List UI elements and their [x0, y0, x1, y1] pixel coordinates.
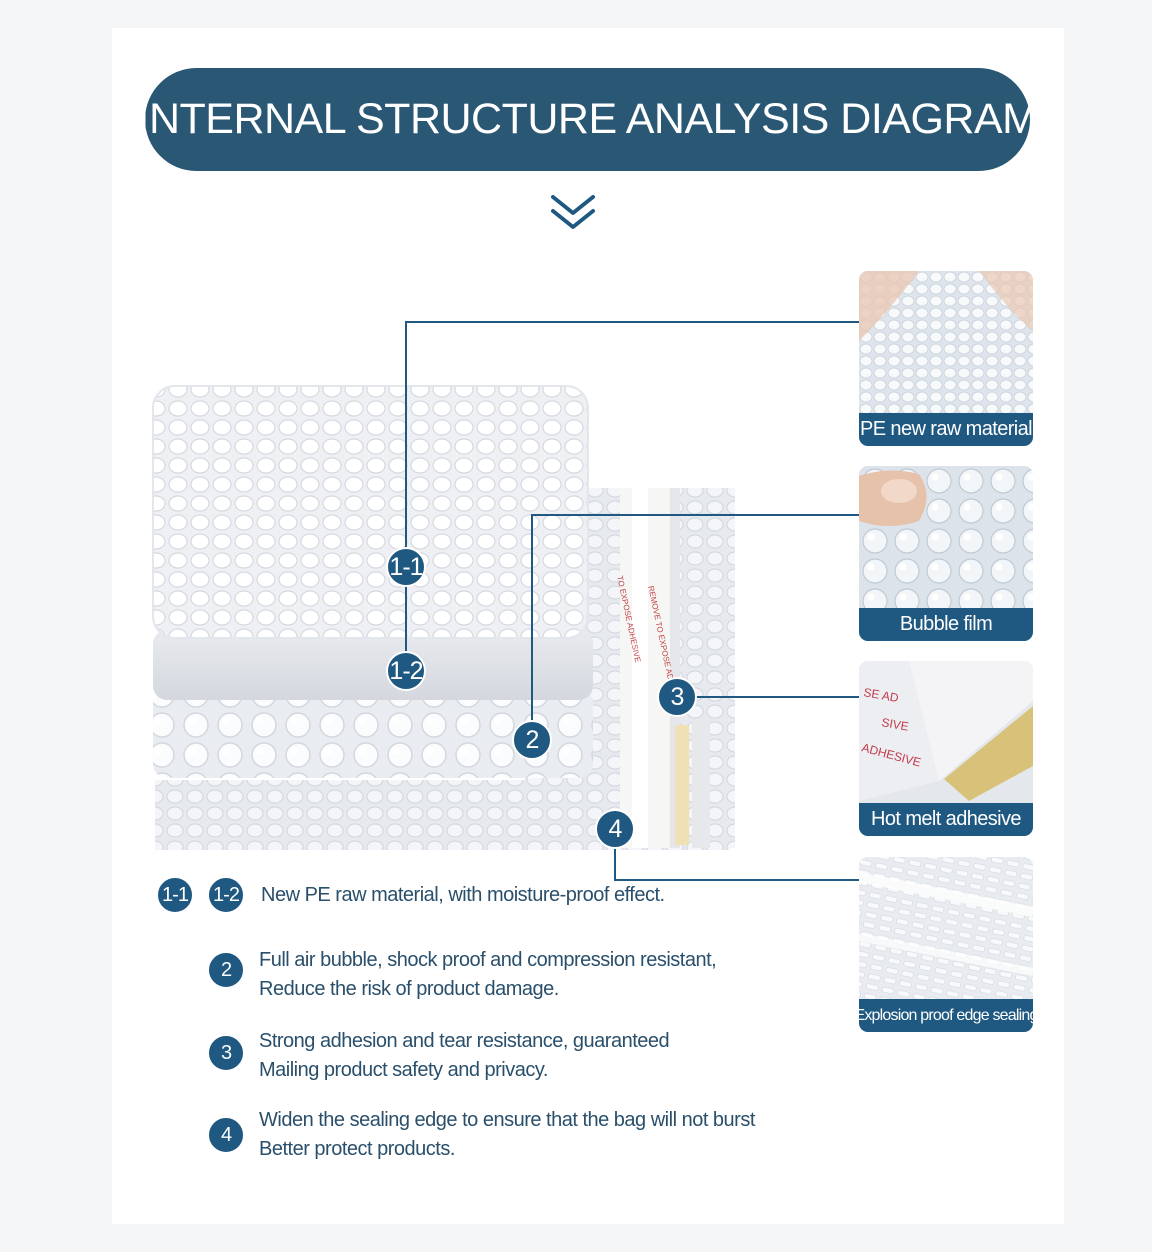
- chevron-down-icon: [551, 195, 595, 229]
- desc-badge-4: 4: [207, 1116, 245, 1154]
- desc-badge-1-1: 1-1: [156, 876, 194, 914]
- svg-text:SE AD: SE AD: [862, 685, 900, 705]
- page-title: INTERNAL STRUCTURE ANALYSIS DIAGRAM: [137, 95, 1039, 143]
- thumb-caption-bubble: Bubble film: [859, 608, 1033, 641]
- description-3: Strong adhesion and tear resistance, gua…: [259, 1027, 670, 1085]
- thumb-edge-sealing: Explosion proof edge sealing: [859, 857, 1033, 1032]
- thumb-bubble-film: Bubble film: [859, 466, 1033, 641]
- thumb-caption-sealing: Explosion proof edge sealing: [859, 999, 1033, 1032]
- desc-badge-2: 2: [207, 951, 245, 989]
- badge-1-2: 1-2: [386, 651, 426, 691]
- badge-1-1: 1-1: [386, 547, 426, 587]
- description-2-line-1: Full air bubble, shock proof and compres…: [259, 949, 717, 971]
- description-4-line-1: Widen the sealing edge to ensure that th…: [259, 1109, 755, 1131]
- svg-text:SIVE: SIVE: [880, 715, 909, 734]
- description-2-line-2: Reduce the risk of product damage.: [259, 978, 559, 1000]
- badge-2: 2: [512, 720, 552, 760]
- description-3-line-1: Strong adhesion and tear resistance, gua…: [259, 1030, 670, 1052]
- title-banner: INTERNAL STRUCTURE ANALYSIS DIAGRAM: [138, 68, 1038, 171]
- thumb-pe-raw-material: PE new raw material: [859, 271, 1033, 446]
- description-3-line-2: Mailing product safety and privacy.: [259, 1059, 548, 1081]
- description-1: New PE raw material, with moisture-proof…: [261, 881, 665, 910]
- description-2: Full air bubble, shock proof and compres…: [259, 946, 717, 1004]
- desc-badge-1-2: 1-2: [207, 876, 245, 914]
- thumb-caption-adhesive: Hot melt adhesive: [859, 803, 1033, 836]
- desc-badge-3: 3: [207, 1034, 245, 1072]
- badge-3: 3: [657, 677, 697, 717]
- description-4: Widen the sealing edge to ensure that th…: [259, 1106, 755, 1164]
- badge-4: 4: [595, 809, 635, 849]
- thumb-hot-melt-adhesive: SE AD SIVE ADHESIVE Hot melt adhesive: [859, 661, 1033, 836]
- description-1-line-1: New PE raw material, with moisture-proof…: [261, 884, 665, 906]
- thumb-caption-pe: PE new raw material: [859, 413, 1033, 446]
- description-4-line-2: Better protect products.: [259, 1138, 455, 1160]
